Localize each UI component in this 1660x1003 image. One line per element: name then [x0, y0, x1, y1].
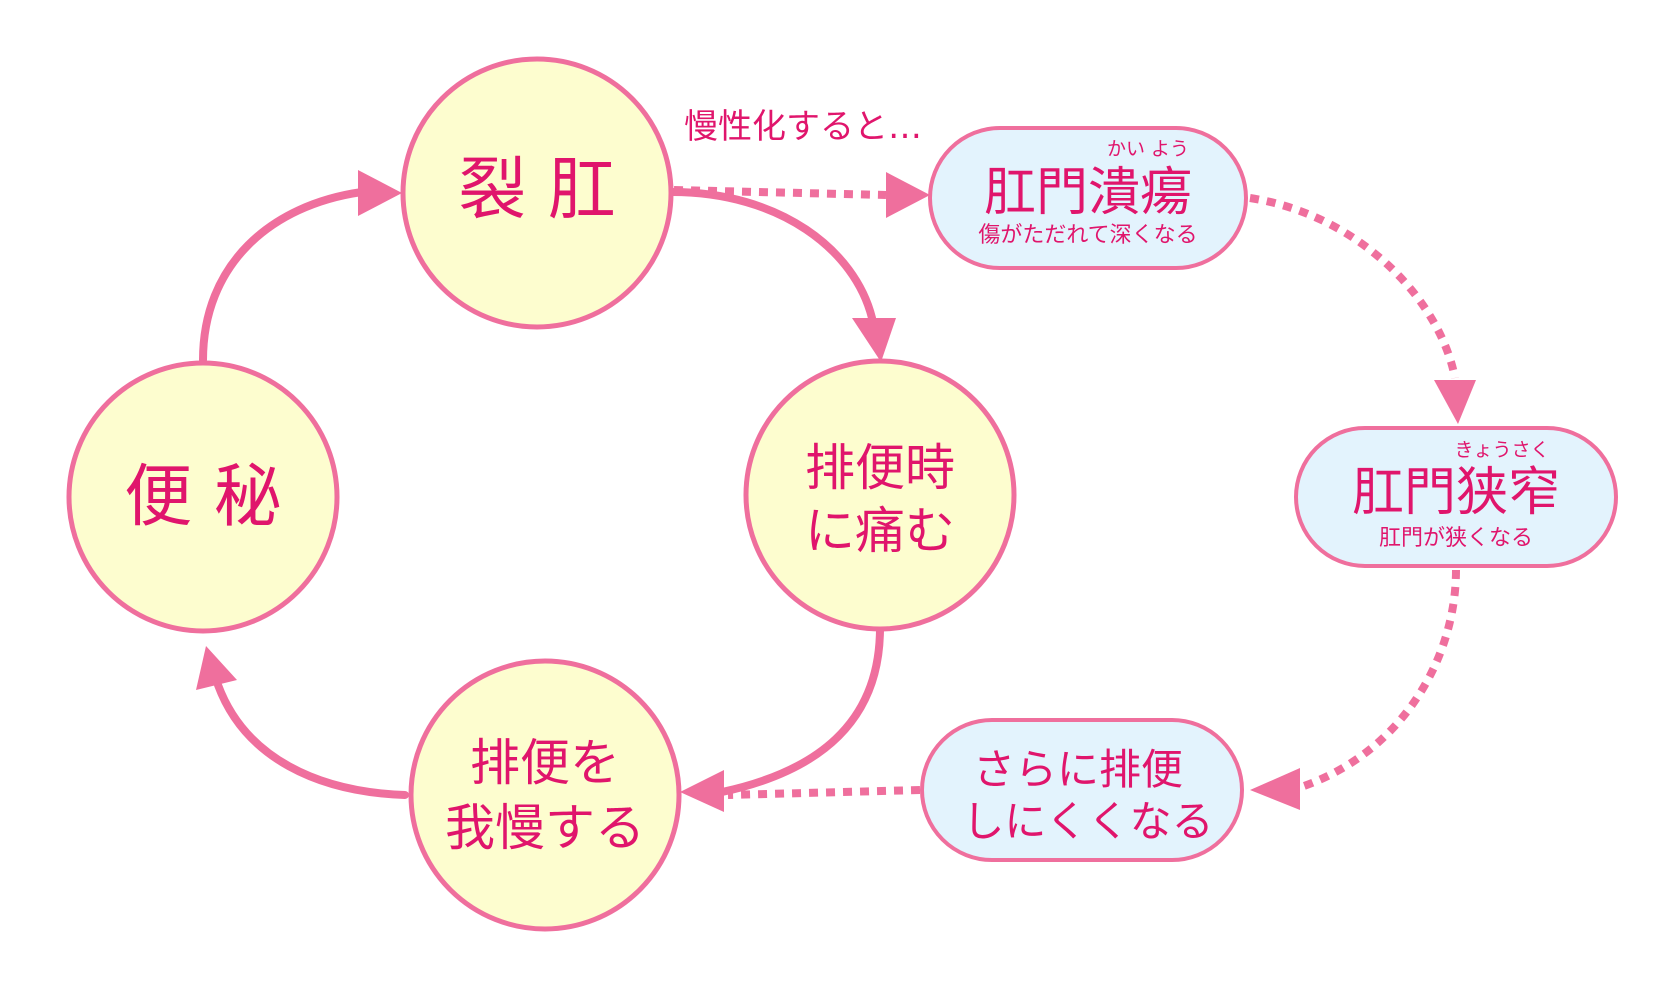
node-constipation: 便 秘	[66, 360, 340, 634]
node-harder-line1: さらに排便	[973, 745, 1183, 794]
node-stenosis-note: 肛門が狭くなる	[1379, 526, 1533, 551]
node-ulcer-ruby: かい よう	[1107, 138, 1189, 160]
cycle-edges	[196, 170, 896, 812]
edge-fissure-to-ulcer	[673, 186, 887, 199]
node-fissure-label: 裂 肛	[458, 151, 616, 230]
arrowhead-harder	[1250, 768, 1300, 810]
node-pain: 排便時 に痛む	[743, 358, 1017, 632]
arrowhead-stenosis	[1434, 380, 1476, 424]
edge-ulcer-to-stenosis	[1249, 194, 1459, 379]
arrowhead-constipation	[196, 646, 237, 690]
edge-constipation-to-fissure	[199, 188, 366, 364]
node-stenosis-ruby: きょうさく	[1454, 439, 1549, 461]
node-fissure: 裂 肛	[400, 56, 674, 330]
chronic-annotation: 慢性化すると…	[684, 107, 922, 147]
edge-fissure-to-pain	[668, 188, 876, 322]
node-harder-line2: しにくくなる	[962, 797, 1213, 846]
edge-pain-to-hold	[718, 624, 884, 796]
node-ulcer-note: 傷がただれて深くなる	[978, 223, 1197, 248]
arrowhead-ulcer	[886, 172, 930, 218]
node-constipation-label: 便 秘	[124, 458, 282, 537]
node-ulcer-title: 肛門潰瘍	[984, 163, 1192, 223]
node-pain-line1: 排便時	[805, 439, 955, 497]
node-hold-line1: 排便を	[470, 734, 620, 792]
arrowhead-hold	[680, 770, 724, 812]
arrowhead-pain	[852, 318, 896, 362]
node-ulcer: かい よう 肛門潰瘍 傷がただれて深くなる	[928, 126, 1248, 270]
edge-hold-to-constipation	[214, 681, 409, 799]
arrowhead-fissure	[358, 170, 402, 216]
edge-harder-to-hold	[727, 786, 921, 799]
node-stenosis: きょうさく 肛門狭窄 肛門が狭くなる	[1294, 426, 1618, 568]
complication-edges	[673, 172, 1476, 810]
node-hold-line2: 我慢する	[445, 799, 645, 857]
node-stenosis-title: 肛門狭窄	[1352, 463, 1560, 523]
node-pain-line2: に痛む	[805, 502, 955, 560]
edge-stenosis-to-harder	[1296, 569, 1460, 792]
node-harder: さらに排便 しにくくなる	[920, 718, 1244, 862]
node-hold: 排便を 我慢する	[408, 658, 682, 932]
